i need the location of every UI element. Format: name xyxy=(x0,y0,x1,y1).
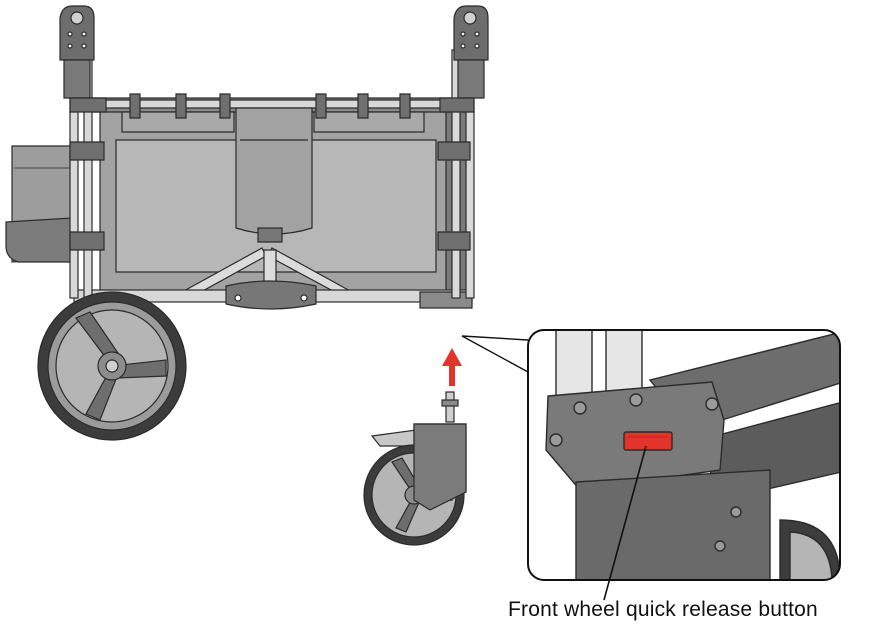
quick-release-button xyxy=(623,431,673,451)
right-frame xyxy=(437,5,489,299)
wagon-body xyxy=(5,5,489,310)
callout-pointer xyxy=(461,335,529,373)
cross-braces xyxy=(180,247,353,299)
up-arrow-icon xyxy=(442,348,462,386)
detail-callout xyxy=(527,329,841,581)
caption-leader-line xyxy=(603,445,647,601)
caption-text: Front wheel quick release button xyxy=(508,598,818,621)
left-frame xyxy=(59,5,107,299)
fabric-tub xyxy=(75,93,471,297)
front-caster-wheel xyxy=(363,391,467,546)
rear-wheel xyxy=(37,291,187,441)
side-pocket xyxy=(5,145,73,263)
